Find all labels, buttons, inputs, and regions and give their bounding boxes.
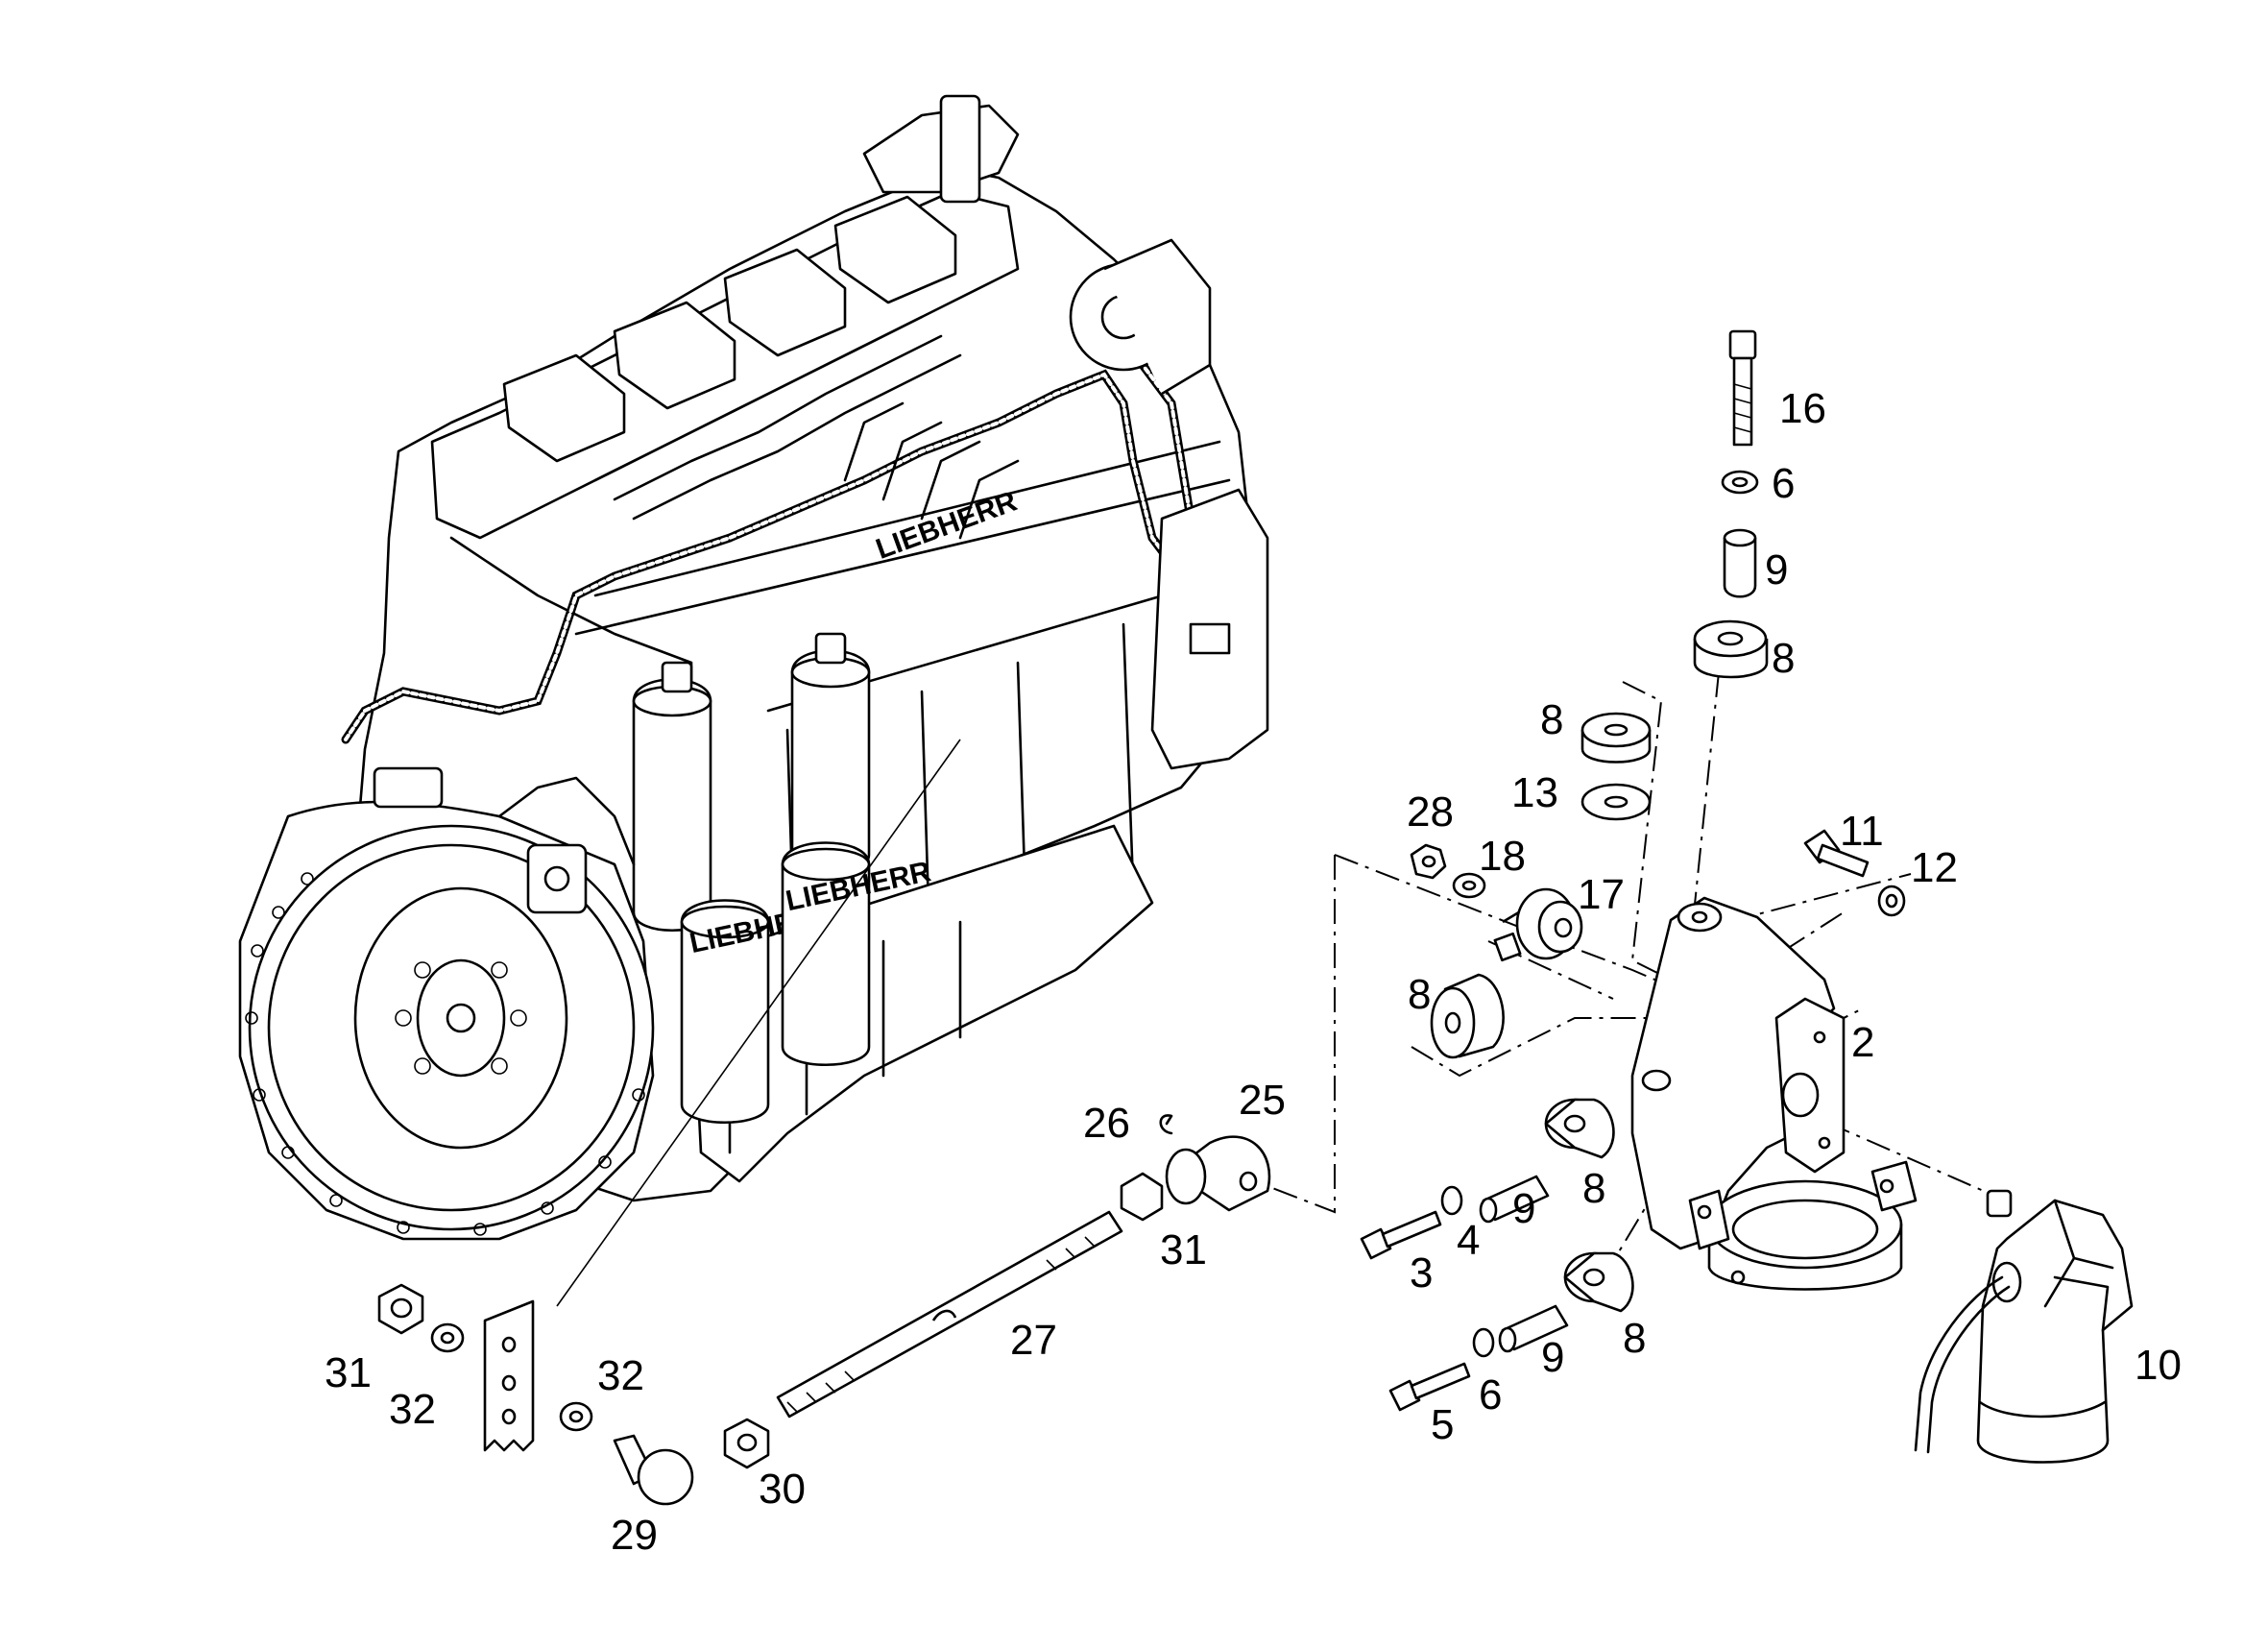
part-8-rubber-mount-left bbox=[1580, 712, 1652, 764]
part-9-sleeve-lower-lower bbox=[1498, 1304, 1569, 1353]
part-9-sleeve bbox=[1723, 528, 1757, 598]
part-4-washer bbox=[1440, 1185, 1463, 1216]
label-13: 13 bbox=[1511, 769, 1558, 816]
part-17-mount bbox=[1493, 887, 1583, 962]
part-5-bolt bbox=[1388, 1362, 1471, 1412]
part-28-nut bbox=[1410, 843, 1447, 880]
part-29-ball-stud bbox=[613, 1434, 694, 1506]
part-11-bolt bbox=[1803, 829, 1870, 878]
part-8-rubber-mount-lower-upper bbox=[1544, 1098, 1615, 1159]
flywheel-housing bbox=[238, 766, 655, 1241]
valve-cover-4 bbox=[833, 195, 957, 304]
label-2: 2 bbox=[1851, 1019, 1874, 1066]
part-31-nut-upper bbox=[1120, 1172, 1164, 1222]
label-3: 3 bbox=[1410, 1249, 1433, 1297]
part-32-washer-right bbox=[559, 1401, 593, 1432]
label-8-lower-upper: 8 bbox=[1582, 1165, 1605, 1212]
part-2-bracket bbox=[1630, 896, 1846, 1250]
part-labels: 16 6 9 8 8 13 28 18 17 11 12 8 2 26 25 9… bbox=[325, 385, 2182, 1559]
part-10-sensor bbox=[1914, 1189, 2134, 1464]
part-8-rubber-mount-top bbox=[1693, 619, 1769, 679]
engine-assembly: LIEBHERR LIEBHERR LIEBHERR bbox=[238, 94, 1269, 1307]
label-6-lower: 6 bbox=[1479, 1371, 1502, 1419]
part-25-ball-socket bbox=[1165, 1135, 1271, 1212]
label-8-middle: 8 bbox=[1408, 971, 1431, 1018]
label-30: 30 bbox=[759, 1466, 806, 1513]
label-31-lower: 31 bbox=[325, 1349, 372, 1396]
valve-cover-1 bbox=[502, 353, 626, 463]
part-30-nut bbox=[723, 1418, 770, 1469]
label-5: 5 bbox=[1431, 1401, 1454, 1448]
label-29: 29 bbox=[611, 1512, 658, 1559]
part-18-washer bbox=[1452, 872, 1486, 899]
label-25: 25 bbox=[1239, 1077, 1286, 1124]
label-8-top: 8 bbox=[1772, 635, 1795, 682]
part-26-clip bbox=[1159, 1114, 1173, 1135]
label-9-top: 9 bbox=[1765, 546, 1788, 594]
label-11: 11 bbox=[1840, 808, 1884, 855]
label-31-upper: 31 bbox=[1160, 1226, 1207, 1273]
part-31-nut-lower bbox=[377, 1283, 424, 1335]
part-6-washer bbox=[1721, 470, 1759, 495]
label-8-lower-lower: 8 bbox=[1623, 1315, 1646, 1362]
part-3-bolt bbox=[1360, 1210, 1442, 1260]
part-13-disc bbox=[1580, 783, 1652, 821]
clamp-band bbox=[1688, 1160, 1918, 1291]
label-8-left: 8 bbox=[1540, 696, 1563, 743]
part-16-bolt bbox=[1728, 329, 1757, 447]
part-32-washer-left bbox=[430, 1322, 465, 1353]
label-9-lower: 9 bbox=[1541, 1334, 1564, 1381]
part-12-washer bbox=[1877, 885, 1906, 917]
label-4: 4 bbox=[1457, 1217, 1480, 1264]
valve-cover-2 bbox=[613, 301, 736, 410]
label-27: 27 bbox=[1010, 1317, 1057, 1364]
label-10: 10 bbox=[2135, 1342, 2182, 1389]
part-9-sleeve-lower-upper bbox=[1479, 1175, 1550, 1224]
label-32-left: 32 bbox=[389, 1386, 436, 1433]
label-16: 16 bbox=[1779, 385, 1826, 432]
part-27-threaded-rod bbox=[776, 1210, 1123, 1419]
label-17: 17 bbox=[1578, 871, 1625, 918]
label-6-top: 6 bbox=[1772, 460, 1795, 507]
part-8-rubber-mount-lower-lower bbox=[1563, 1251, 1634, 1313]
label-28: 28 bbox=[1407, 788, 1454, 836]
label-9-upper: 9 bbox=[1512, 1185, 1535, 1232]
label-32-right: 32 bbox=[597, 1352, 644, 1399]
bracket-plate bbox=[483, 1299, 535, 1452]
part-6-washer-lower bbox=[1472, 1327, 1495, 1358]
label-26: 26 bbox=[1083, 1100, 1130, 1147]
part-8-rubber-mount-middle bbox=[1430, 973, 1505, 1059]
label-18: 18 bbox=[1479, 833, 1526, 880]
label-12: 12 bbox=[1911, 844, 1958, 891]
valve-cover-3 bbox=[723, 248, 847, 357]
